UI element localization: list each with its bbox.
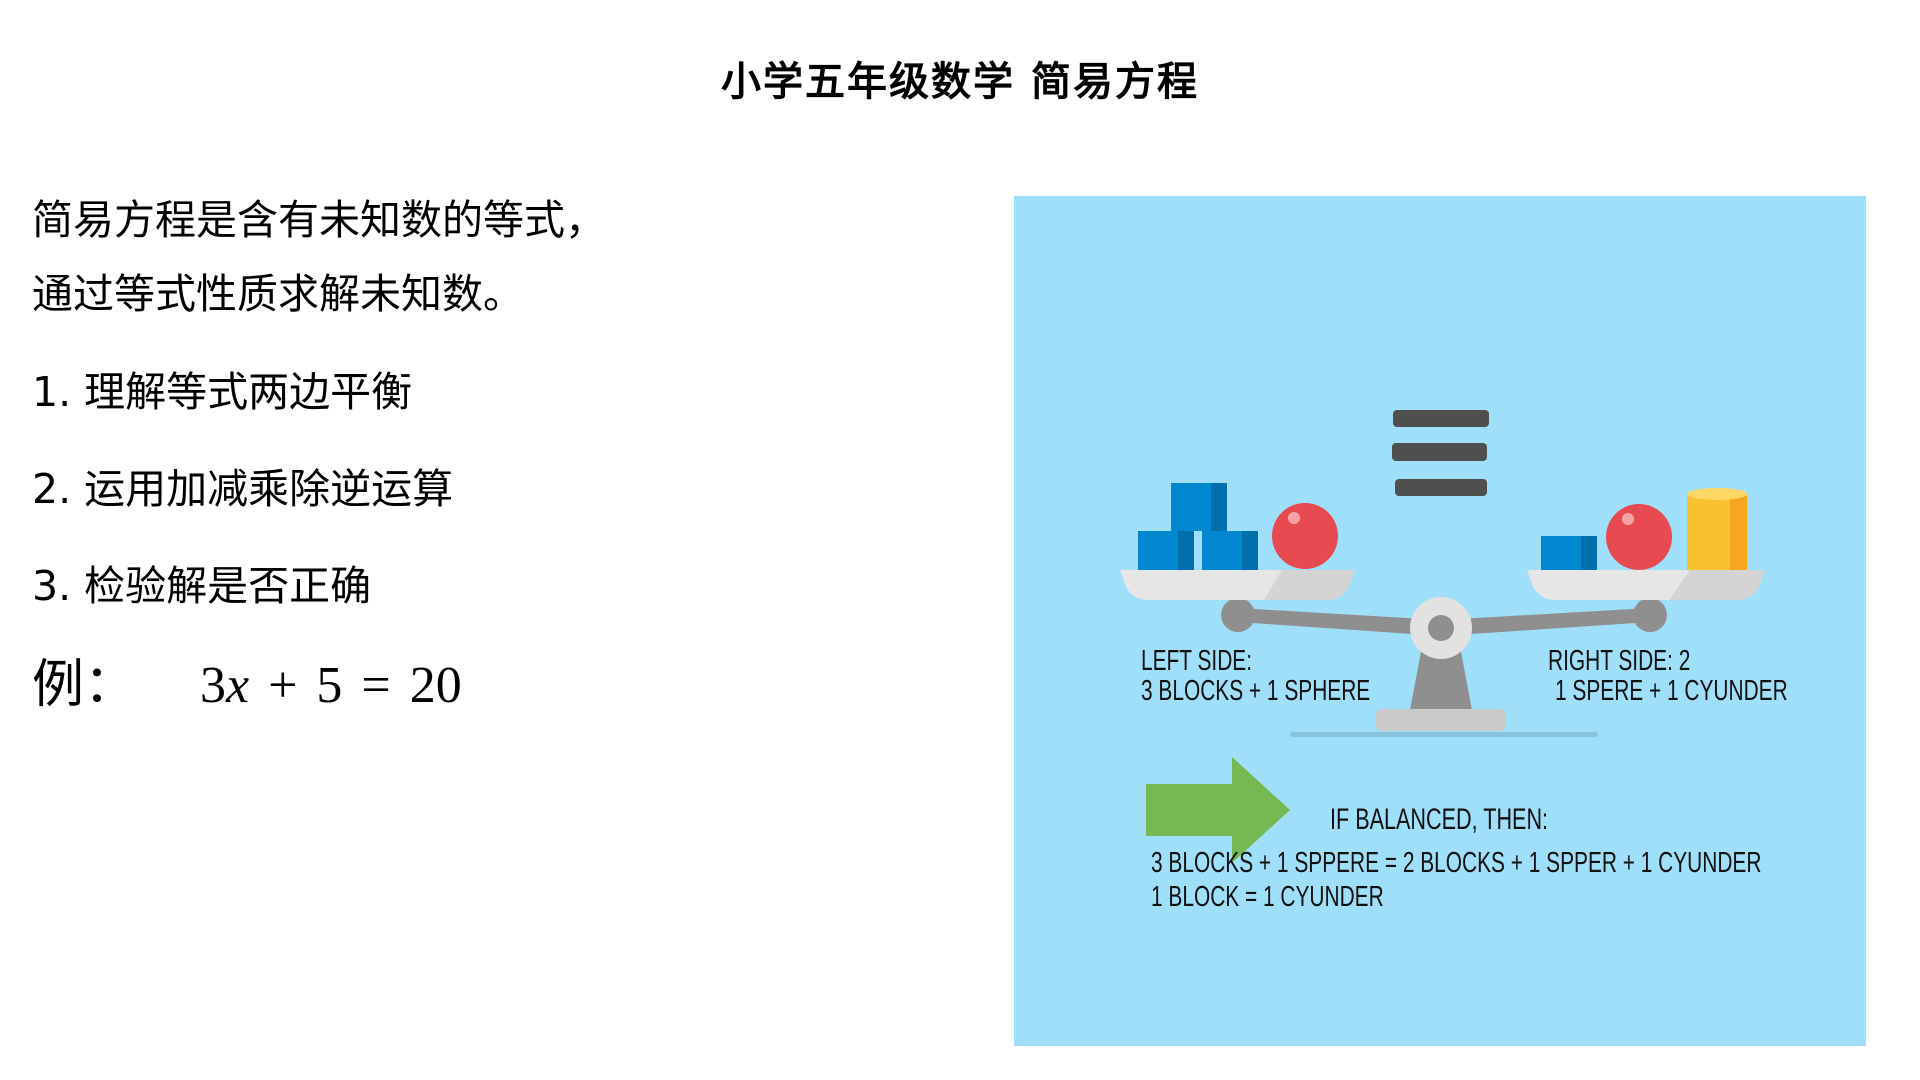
- right-block-icon: [1541, 536, 1597, 571]
- formula: 3x + 5 = 20: [200, 657, 462, 714]
- conclusion-heading: IF BALANCED, THEN:: [1330, 803, 1549, 836]
- step-2: 2. 运用加减乘除逆运算: [32, 465, 454, 513]
- right-side-title: RIGHT SIDE: 2: [1548, 645, 1691, 677]
- intro-line-2: 通过等式性质求解未知数。: [32, 270, 524, 318]
- scale-graphic: [1120, 410, 1765, 863]
- left-blocks-icon: [1138, 483, 1258, 571]
- right-pan-icon: [1527, 570, 1765, 600]
- right-sphere-icon: [1606, 504, 1674, 573]
- intro-line-1: 简易方程是含有未知数的等式，: [32, 196, 606, 244]
- conclusion-line-1: 3 BLOCKS + 1 SPPERE = 2 BLOCKS + 1 SPPER…: [1151, 847, 1762, 879]
- step-1: 1. 理解等式两边平衡: [32, 368, 413, 416]
- left-sphere-icon: [1272, 503, 1340, 572]
- conclusion-line-2: 1 BLOCK = 1 CYUNDER: [1151, 881, 1384, 913]
- step-3: 3. 检验解是否正确: [32, 562, 372, 610]
- equals-icon: [1392, 410, 1489, 496]
- formula-rest: + 5 = 20: [249, 657, 462, 714]
- cylinder-icon: [1687, 488, 1747, 571]
- left-side-title: LEFT SIDE:: [1141, 645, 1253, 677]
- right-side-items: 1 SPERE + 1 CYUNDER: [1555, 675, 1788, 707]
- balance-scale-illustration: LEFT SIDE: 3 BLOCKS + 1 SPHERE RIGHT SID…: [1014, 196, 1866, 1046]
- formula-coefficient: 3: [200, 657, 226, 714]
- left-side-items: 3 BLOCKS + 1 SPHERE: [1141, 675, 1371, 707]
- left-pan-icon: [1120, 570, 1355, 600]
- example-equation: 例： 3x + 5 = 20: [32, 650, 462, 720]
- example-label: 例：: [32, 655, 137, 715]
- formula-variable: x: [226, 657, 250, 714]
- arrow-right-icon: [1146, 757, 1290, 863]
- page-title: 小学五年级数学 简易方程: [721, 59, 1199, 105]
- scale-beam-icon: [1221, 597, 1667, 737]
